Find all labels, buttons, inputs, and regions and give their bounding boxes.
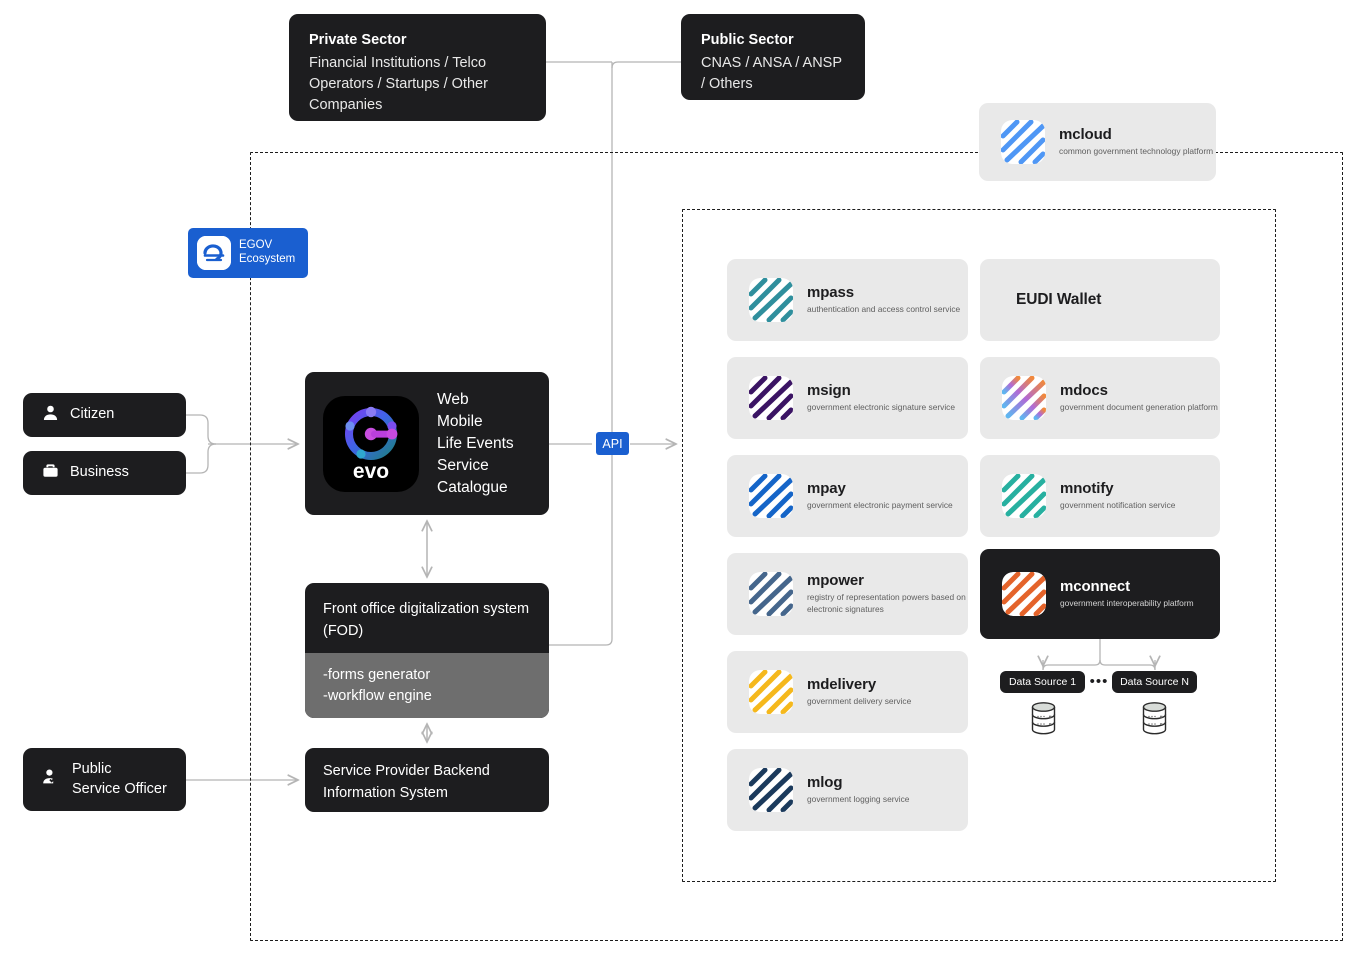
private-sector-title: Private Sector (309, 32, 407, 48)
service-name: mpay (807, 479, 846, 497)
service-desc: government electronic signature service (807, 402, 956, 413)
mdelivery-stripes-icon (749, 670, 793, 714)
service-desc: government interoperability platform (1060, 598, 1194, 609)
service-desc: government document generation platform (1060, 402, 1218, 413)
service-desc: registry of representation powers based … (807, 592, 966, 615)
fod-features: -forms generator -workflow engine (305, 652, 549, 718)
service-name: EUDI Wallet (1016, 291, 1102, 309)
backend-title: Service Provider Backend Information Sys… (323, 763, 490, 801)
private-sector-box: Private Sector Financial Institutions / … (289, 14, 546, 121)
actor-business-label: Business (70, 464, 129, 481)
service-card-mnotify[interactable]: mnotify government notification service (980, 455, 1220, 537)
service-name: msign (807, 381, 851, 399)
service-desc: government electronic payment service (807, 500, 953, 511)
evo-channel: Mobile (437, 412, 483, 430)
database-cylinder-icon (1136, 700, 1173, 742)
mcloud-card[interactable]: mcloud common government technology plat… (979, 103, 1216, 181)
service-card-eudi-wallet[interactable]: EUDI Wallet (980, 259, 1220, 341)
database-cylinder-icon (1025, 700, 1062, 742)
mpay-stripes-icon (749, 474, 793, 518)
actor-citizen: Citizen (23, 393, 186, 437)
actor-officer-label: Public Service Officer (72, 760, 167, 799)
data-source-last: Data Source N (1112, 671, 1197, 693)
service-name: mlog (807, 773, 843, 791)
evo-logo-icon: evo (323, 395, 419, 492)
service-name: mnotify (1060, 479, 1114, 497)
mcloud-desc: common government technology platform (1059, 146, 1214, 157)
service-name: mpass (807, 283, 855, 301)
government-services-boundary (682, 209, 1276, 882)
data-source-ellipsis: ••• (1089, 673, 1109, 690)
public-sector-desc: CNAS / ANSA / ANSP / Others (701, 54, 842, 92)
service-card-mpass[interactable]: mpass authentication and access control … (727, 259, 968, 341)
mpower-stripes-icon (749, 572, 793, 616)
actor-citizen-label: Citizen (70, 406, 115, 423)
evo-channel: Life Events (437, 434, 514, 452)
service-name: mconnect (1060, 577, 1131, 595)
service-card-mpower[interactable]: mpower registry of representation powers… (727, 553, 968, 635)
public-sector-box: Public Sector CNAS / ANSA / ANSP / Other… (681, 14, 865, 100)
egov-badge-label: EGOV Ecosystem (239, 239, 295, 267)
service-card-mdelivery[interactable]: mdelivery government delivery service (727, 651, 968, 733)
egov-ecosystem-badge: EGOV Ecosystem (188, 228, 308, 278)
service-card-mconnect[interactable]: mconnect government interoperability pla… (980, 549, 1220, 639)
egov-ecosystem-boundary (250, 152, 1343, 941)
actor-business: Business (23, 451, 186, 495)
svg-text:evo: evo (353, 460, 389, 483)
mcloud-name: mcloud (1059, 125, 1112, 143)
actor-public-service-officer: Public Service Officer (23, 748, 186, 811)
evo-channel-list: Web Mobile Life Events Service Catalogue (437, 389, 514, 499)
service-provider-backend-box: Service Provider Backend Information Sys… (305, 748, 549, 812)
service-card-mpay[interactable]: mpay government electronic payment servi… (727, 455, 968, 537)
mnotify-stripes-icon (1002, 474, 1046, 518)
service-name: mpower (807, 571, 864, 589)
evo-channel: Service (437, 456, 489, 474)
evo-channel: Catalogue (437, 478, 508, 496)
mcloud-stripes-icon (1001, 120, 1045, 164)
data-source-first: Data Source 1 (1000, 671, 1085, 693)
evo-portal-box[interactable]: evo Web Mobile Life Events Service Catal… (305, 372, 549, 515)
service-card-mdocs[interactable]: mdocs government document generation pla… (980, 357, 1220, 439)
msign-stripes-icon (749, 376, 793, 420)
service-card-msign[interactable]: msign government electronic signature se… (727, 357, 968, 439)
egov-line2: Ecosystem (239, 253, 296, 265)
officer-line2: Service Officer (72, 780, 167, 797)
person-check-icon (42, 768, 61, 792)
service-desc: authentication and access control servic… (807, 304, 961, 315)
public-sector-title: Public Sector (701, 32, 794, 48)
egov-e-logo-icon (197, 236, 231, 270)
service-desc: government notification service (1060, 500, 1176, 511)
person-icon (42, 404, 59, 426)
service-desc: government delivery service (807, 696, 912, 707)
service-name: mdelivery (807, 675, 877, 693)
service-desc: government logging service (807, 794, 910, 805)
fod-feature: -workflow engine (323, 688, 432, 705)
mdocs-stripes-icon (1002, 376, 1046, 420)
private-sector-desc: Financial Institutions / Telco Operators… (309, 54, 488, 113)
mconnect-stripes-icon (1002, 572, 1046, 616)
officer-line1: Public (72, 760, 112, 777)
evo-channel: Web (437, 390, 469, 408)
service-name: mdocs (1060, 381, 1108, 399)
mlog-stripes-icon (749, 768, 793, 812)
egov-line1: EGOV (239, 239, 273, 252)
fod-feature: -forms generator (323, 666, 431, 683)
fod-title: Front office digitalization system (FOD) (323, 601, 530, 639)
mpass-stripes-icon (749, 278, 793, 322)
api-badge[interactable]: API (596, 432, 629, 455)
briefcase-icon (42, 462, 59, 484)
fod-box: Front office digitalization system (FOD)… (305, 583, 549, 718)
service-card-mlog[interactable]: mlog government logging service (727, 749, 968, 831)
